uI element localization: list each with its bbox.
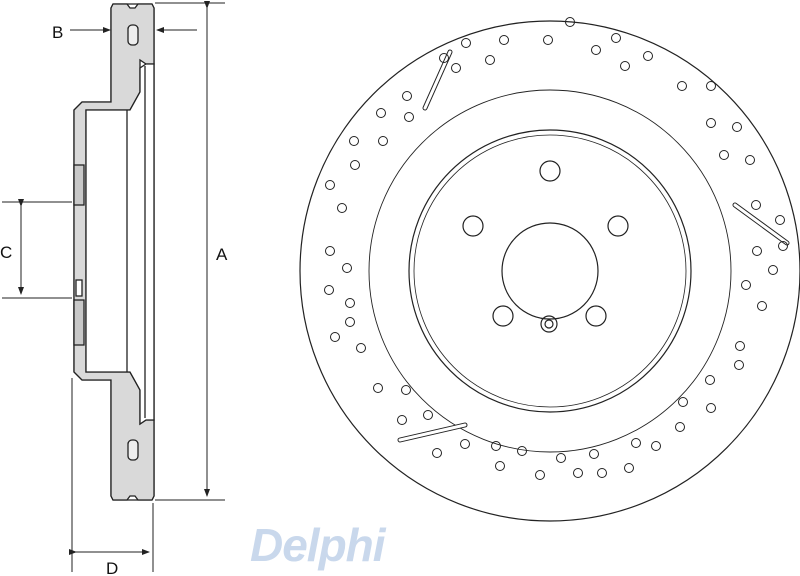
drilled-hole — [342, 263, 352, 273]
drilled-hole — [706, 403, 716, 413]
drilled-hole — [677, 81, 687, 91]
cross-section — [73, 3, 155, 501]
drilled-hole — [768, 265, 778, 275]
drilled-hole — [778, 241, 788, 251]
drilled-hole — [732, 122, 742, 132]
drilled-hole — [757, 301, 767, 311]
dimension-c-label: C — [0, 243, 12, 262]
drilled-hole — [345, 317, 355, 327]
drilled-hole — [376, 108, 386, 118]
bolt-hole — [585, 305, 607, 327]
dimension-d-label: D — [106, 559, 118, 576]
drilled-hole — [325, 246, 335, 256]
drilled-hole — [337, 203, 347, 213]
drilled-hole — [535, 470, 545, 480]
drilled-hole — [432, 448, 442, 458]
drilled-hole — [706, 118, 716, 128]
drilled-hole — [345, 298, 355, 308]
drilled-hole — [330, 332, 340, 342]
drilled-hole — [349, 136, 359, 146]
drilled-hole — [589, 449, 599, 459]
drilled-hole — [556, 453, 566, 463]
slot-groove — [398, 423, 467, 442]
drilled-hole — [675, 422, 685, 432]
drilled-hole — [631, 438, 641, 448]
drilled-hole — [624, 463, 634, 473]
drilled-hole — [678, 397, 688, 407]
drilled-hole — [485, 55, 495, 65]
bolt-hole — [539, 160, 561, 182]
drilled-hole — [745, 155, 755, 165]
slot-groove — [733, 203, 789, 245]
drilled-hole — [751, 200, 761, 210]
drilled-hole — [734, 360, 744, 370]
dimension-lines — [2, 1, 225, 572]
drilled-hole — [423, 410, 433, 420]
drilled-hole — [401, 385, 411, 395]
drilled-hole — [378, 136, 388, 146]
drilled-hole — [439, 53, 449, 63]
bolt-hole — [607, 215, 629, 237]
slot-groove — [423, 50, 452, 110]
drilled-hole — [324, 285, 334, 295]
drilled-hole — [620, 61, 630, 71]
drilled-hole — [597, 468, 607, 478]
drilled-hole — [325, 180, 335, 190]
drilled-hole — [491, 441, 501, 451]
drilled-hole — [460, 439, 470, 449]
drilled-hole — [517, 446, 527, 456]
drilled-hole — [775, 215, 785, 225]
drilled-hole — [543, 35, 553, 45]
drilled-hole — [591, 45, 601, 55]
drilled-hole — [461, 38, 471, 48]
drilled-hole — [752, 246, 762, 256]
front-view — [299, 17, 800, 522]
drilled-hole — [404, 112, 414, 122]
drilled-hole — [611, 33, 621, 43]
bolt-hole — [492, 305, 514, 327]
drilled-hole — [735, 341, 745, 351]
delphi-watermark: Delphi — [250, 519, 386, 571]
drilled-hole — [573, 468, 583, 478]
drilled-hole — [373, 383, 383, 393]
drilled-hole — [350, 160, 360, 170]
dimension-a-label: A — [216, 245, 228, 264]
drilled-hole — [565, 17, 575, 27]
drilled-hole — [451, 63, 461, 73]
drilled-hole — [356, 343, 366, 353]
drilled-hole — [397, 415, 407, 425]
drilled-hole — [651, 441, 661, 451]
drilled-hole — [495, 461, 505, 471]
drilled-hole — [741, 280, 751, 290]
drilled-hole — [643, 51, 653, 61]
drilled-hole — [705, 375, 715, 385]
drilled-hole — [499, 35, 509, 45]
drilled-hole — [402, 91, 412, 101]
drilled-hole — [706, 81, 716, 91]
drilled-hole — [719, 150, 729, 160]
bolt-hole — [462, 215, 484, 237]
dimension-b-label: B — [52, 23, 63, 42]
